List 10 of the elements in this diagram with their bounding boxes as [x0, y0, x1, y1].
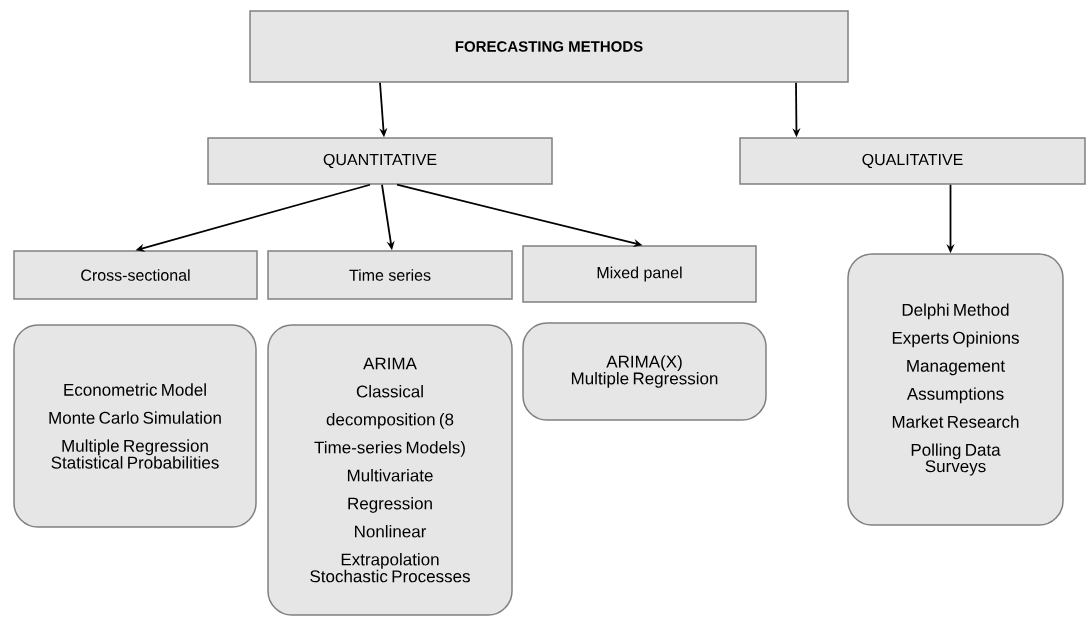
method-list-box: Delphi Method Experts Opinions Management Assumptions Market Research Polling Data Surveys: [847, 253, 1064, 526]
category-box: Time series: [267, 250, 513, 300]
category-box: Cross-sectional: [13, 250, 258, 300]
category-box: Mixed panel: [522, 245, 757, 303]
category-box: QUANTITATIVE: [207, 137, 553, 185]
title-box: FORECASTING METHODS: [249, 10, 849, 83]
method-list-box: ARIMA Classical decomposition (8 Time-series Models) Multivariate Regression Nonlinear Extrapolation Stochastic Processes: [267, 324, 513, 616]
method-list-box: Econometric Model Monte Carlo Simulation Multiple Regression Statistical Probabilities: [13, 324, 257, 528]
method-list-box: ARIMA(X) Multiple Regression: [522, 322, 767, 421]
category-box: QUALITATIVE: [739, 137, 1086, 185]
